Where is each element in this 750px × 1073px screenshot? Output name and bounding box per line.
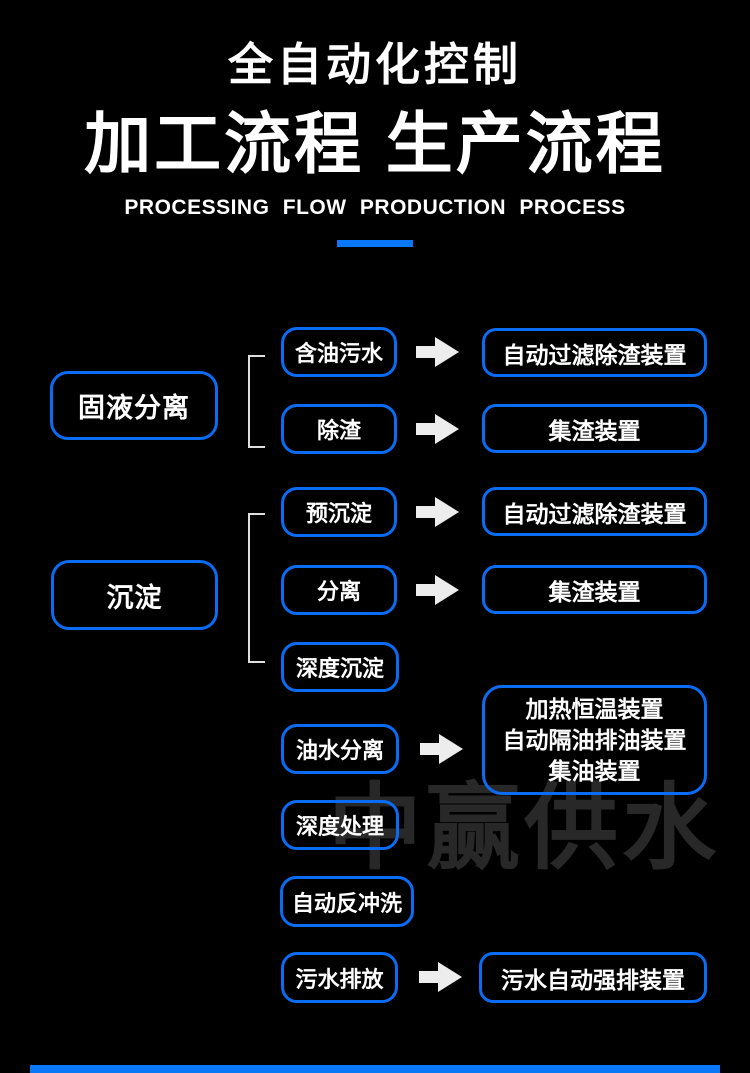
page-title-main: 加工流程 生产流程 [84,107,666,182]
bracket-connector-group1 [248,355,265,448]
page-title-small: 全自动化控制 [227,39,522,90]
node-oily-sewage: 含油污水 [281,327,397,377]
arrow-icon [419,960,463,994]
node-auto-backwash: 自动反冲洗 [280,876,414,927]
node-sedimentation: 沉淀 [51,560,218,630]
arrow-icon [416,412,460,446]
arrow-icon [420,732,464,766]
title-divider-bar [337,240,413,247]
node-auto-oil-separating-device: 自动隔油排油装置 [502,726,687,753]
node-sewage-auto-discharge-device: 污水自动强排装置 [479,952,707,1003]
arrow-icon [416,573,460,607]
node-oil-water-separation: 油水分离 [281,724,399,774]
node-separation: 分离 [281,565,397,615]
node-slag-collect-device-1: 集渣装置 [482,404,707,453]
node-deep-treatment: 深度处理 [281,800,399,850]
node-solid-liquid-separation: 固液分离 [50,371,218,440]
node-oil-collect-device: 集油装置 [548,757,641,784]
node-slag-collect-device-2: 集渣装置 [482,565,707,614]
page-subtitle-en: PROCESSING FLOW PRODUCTION PROCESS [124,196,626,219]
bottom-accent-bar [30,1065,720,1073]
node-pre-sedimentation: 预沉淀 [281,487,397,537]
node-deep-sedimentation: 深度沉淀 [281,642,399,692]
node-heating-constant-temp-device: 加热恒温装置 [525,695,664,722]
node-auto-filter-deslag-device-2: 自动过滤除渣装置 [482,487,707,536]
node-deslagging: 除渣 [281,404,397,454]
node-sewage-discharge: 污水排放 [281,952,398,1003]
node-oil-handling-devices: 加热恒温装置 自动隔油排油装置 集油装置 [482,685,707,795]
arrow-icon [416,335,460,369]
node-auto-filter-deslag-device-1: 自动过滤除渣装置 [482,328,707,377]
bracket-connector-group2 [248,513,265,663]
arrow-icon [416,495,460,529]
